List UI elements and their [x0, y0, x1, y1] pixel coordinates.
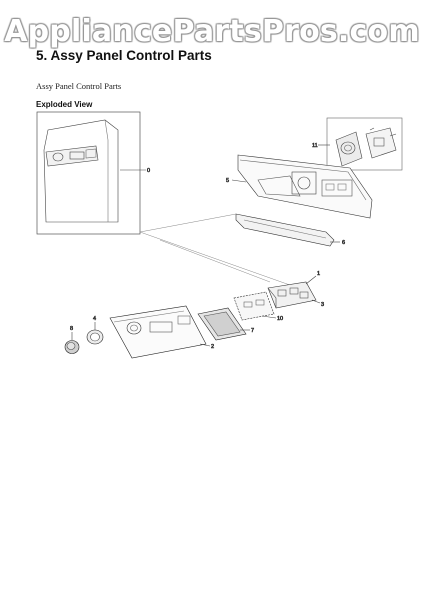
callout-3: 3	[321, 302, 324, 308]
callout-6: 6	[342, 240, 345, 246]
site-watermark: AppliancePartsPros.com	[4, 14, 420, 49]
callout-1: 1	[317, 271, 320, 277]
part-11-pcb-assembly: 11	[312, 117, 403, 171]
callout-8: 8	[70, 326, 73, 332]
part-8-knob: 8	[64, 326, 80, 354]
part-1-3-pcb-housing: 1 3	[267, 271, 324, 309]
part-2-front-panel: 2	[109, 305, 214, 359]
callout-10: 10	[277, 316, 283, 322]
callout-2: 2	[211, 344, 214, 350]
callout-7: 7	[251, 328, 254, 334]
appliance-overview: 0	[36, 111, 150, 235]
callout-5: 5	[226, 178, 229, 184]
exploded-view-label: Exploded View	[36, 100, 93, 109]
projection-lines	[139, 213, 305, 291]
callout-11: 11	[312, 143, 318, 149]
callout-4: 4	[93, 316, 96, 322]
part-10-display-board: 10	[233, 291, 283, 322]
part-6-panel-trim: 6	[235, 213, 345, 247]
part-5-control-panel-frame: 5	[226, 154, 373, 219]
part-4-knob-ring: 4	[86, 316, 104, 345]
diagram-subtitle: Assy Panel Control Parts	[36, 81, 122, 91]
callout-0: 0	[147, 168, 150, 174]
section-title: 5. Assy Panel Control Parts	[36, 48, 212, 63]
part-7-display-window: 7	[197, 307, 254, 341]
